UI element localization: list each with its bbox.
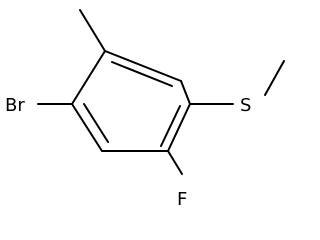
bromine-label: Br [5, 95, 25, 116]
molecule-structure: Br S F [5, 9, 285, 210]
ring-bond-5 [71, 103, 103, 152]
ring-bond-3-inner [160, 105, 181, 147]
ring-bond-6 [71, 50, 106, 105]
ring-bond-5-inner [83, 103, 109, 143]
thioether-bond-2 [264, 60, 285, 96]
molecule-diagram: Br S F [5, 9, 285, 210]
sulfur-label: S [240, 95, 251, 116]
fluorine-label: F [177, 189, 187, 210]
ring-bond-2 [180, 80, 191, 105]
methyl-bond [79, 9, 106, 52]
ring-bond-1 [104, 50, 182, 82]
ring-bond-3 [167, 103, 191, 152]
fluoro-bond [167, 150, 183, 175]
ring-bond-1-inner [111, 61, 173, 87]
